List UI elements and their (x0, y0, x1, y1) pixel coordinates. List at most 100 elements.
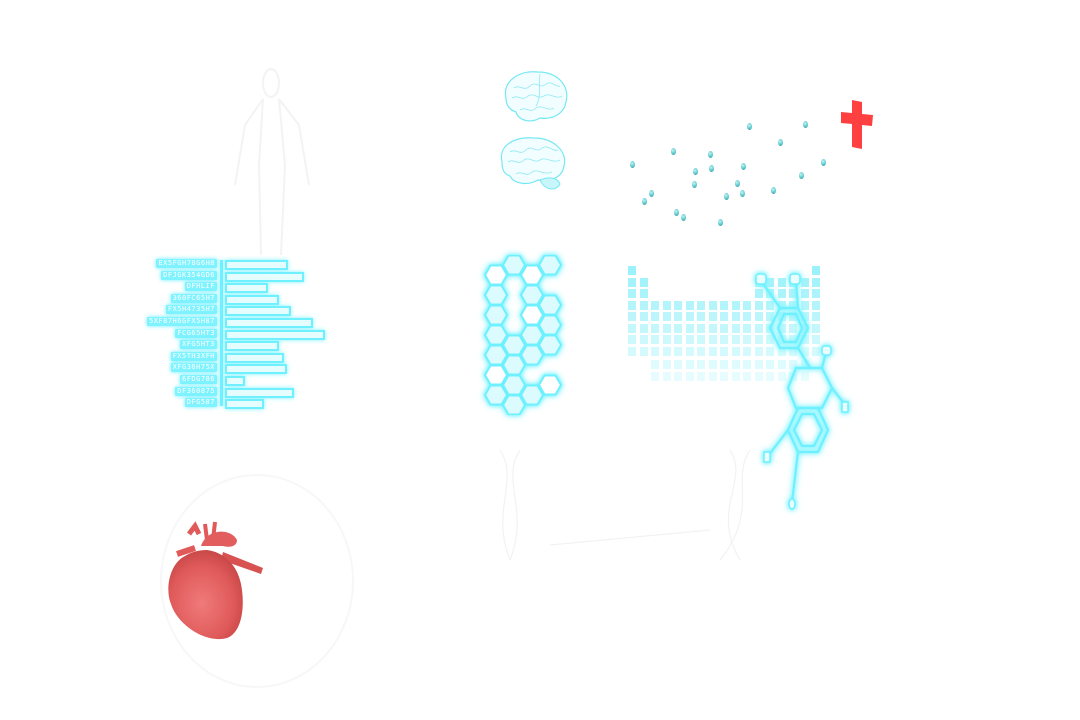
medical-cross-icon (841, 100, 873, 149)
molecule-dot (708, 151, 713, 158)
molecule-dot (724, 193, 729, 200)
hexagon-cell (501, 255, 527, 276)
element-cell (685, 312, 694, 321)
bar-label: FX5TH3XFH (170, 351, 217, 361)
element-cell (777, 360, 786, 370)
bar-label: FX5H4735H7 (165, 305, 217, 315)
element-cell (731, 371, 740, 381)
molecule-dot (803, 121, 808, 128)
element-cell (720, 346, 728, 356)
element-cell (766, 277, 774, 287)
hexagon-cell (483, 264, 509, 286)
bars-column (225, 258, 335, 410)
element-cell (628, 335, 636, 344)
element-cell (731, 323, 740, 333)
element-cell (789, 346, 797, 356)
element-cell (697, 323, 705, 333)
hexagon-cell (483, 364, 509, 386)
element-cell (754, 289, 763, 298)
molecule-dot (718, 219, 723, 226)
element-cell (731, 300, 740, 310)
element-cell (708, 312, 717, 321)
chart-axis (220, 260, 223, 406)
element-cell (800, 277, 809, 287)
element-cell (789, 360, 797, 370)
element-cell (639, 312, 648, 321)
element-cell (754, 360, 763, 370)
element-cell (628, 312, 636, 321)
element-cell (789, 300, 797, 310)
molecule-dot (799, 172, 804, 179)
element-cell (674, 335, 682, 344)
molecule-dot (671, 148, 676, 155)
bar (225, 271, 304, 282)
element-cell (743, 360, 751, 370)
bar-label: XFG5HT3 (179, 340, 217, 350)
bar-label: 360FC65H7 (170, 293, 217, 303)
hexagon-cell (537, 255, 563, 276)
element-cell (639, 300, 648, 310)
element-cell (777, 346, 786, 356)
hexagon-cell (501, 374, 527, 396)
element-cell (639, 277, 648, 287)
molecule-dot (674, 209, 679, 216)
element-cell (777, 277, 786, 287)
element-cell (639, 346, 648, 356)
element-cell (789, 323, 797, 333)
element-cell (674, 323, 682, 333)
element-cell (731, 360, 740, 370)
hexagon-cell (519, 384, 545, 406)
element-cell (697, 346, 705, 356)
hexagon-cell (501, 394, 527, 415)
bar-label: EX5FGH78G6H8 (156, 259, 217, 268)
element-cell (754, 312, 763, 321)
element-cell (766, 335, 774, 344)
element-cell (754, 300, 763, 310)
hexagon-cell (537, 334, 563, 356)
bar-label: 6FDG786 (179, 375, 217, 384)
element-cell (674, 300, 682, 310)
element-cell (720, 371, 728, 381)
hexagon-cell (483, 344, 509, 366)
hexagon-cell (483, 384, 509, 406)
element-cell (651, 312, 659, 321)
bar (225, 399, 264, 410)
element-cell (731, 335, 740, 344)
bar (225, 283, 269, 294)
element-cell (812, 277, 820, 287)
element-cell (720, 323, 728, 333)
element-cell (639, 323, 648, 333)
element-cell (789, 289, 797, 298)
bar (225, 364, 287, 375)
element-cell (743, 335, 751, 344)
molecule-dot (778, 139, 783, 146)
bar (225, 294, 279, 305)
element-cell (766, 371, 774, 381)
element-cell (662, 312, 671, 321)
element-cell (651, 335, 659, 344)
element-cell (685, 335, 694, 344)
molecule-dot (821, 159, 826, 166)
element-cell (731, 346, 740, 356)
element-cell (812, 266, 820, 275)
bar-label: FCG65HT3 (175, 328, 217, 338)
element-cell (812, 289, 820, 298)
element-cell (697, 335, 705, 344)
element-cell (766, 360, 774, 370)
element-cell (639, 289, 648, 298)
element-cell (800, 371, 809, 381)
element-cell (662, 335, 671, 344)
element-cell (754, 346, 763, 356)
hexagon-cell (537, 374, 563, 396)
hexagon-cell (483, 324, 509, 346)
bar (225, 318, 314, 328)
molecule-dot (681, 214, 686, 221)
element-cell (708, 300, 717, 310)
element-cell (812, 312, 820, 321)
element-cell (708, 323, 717, 333)
element-cell (662, 360, 671, 370)
bar (225, 387, 295, 398)
hexagon-cell (501, 354, 527, 376)
